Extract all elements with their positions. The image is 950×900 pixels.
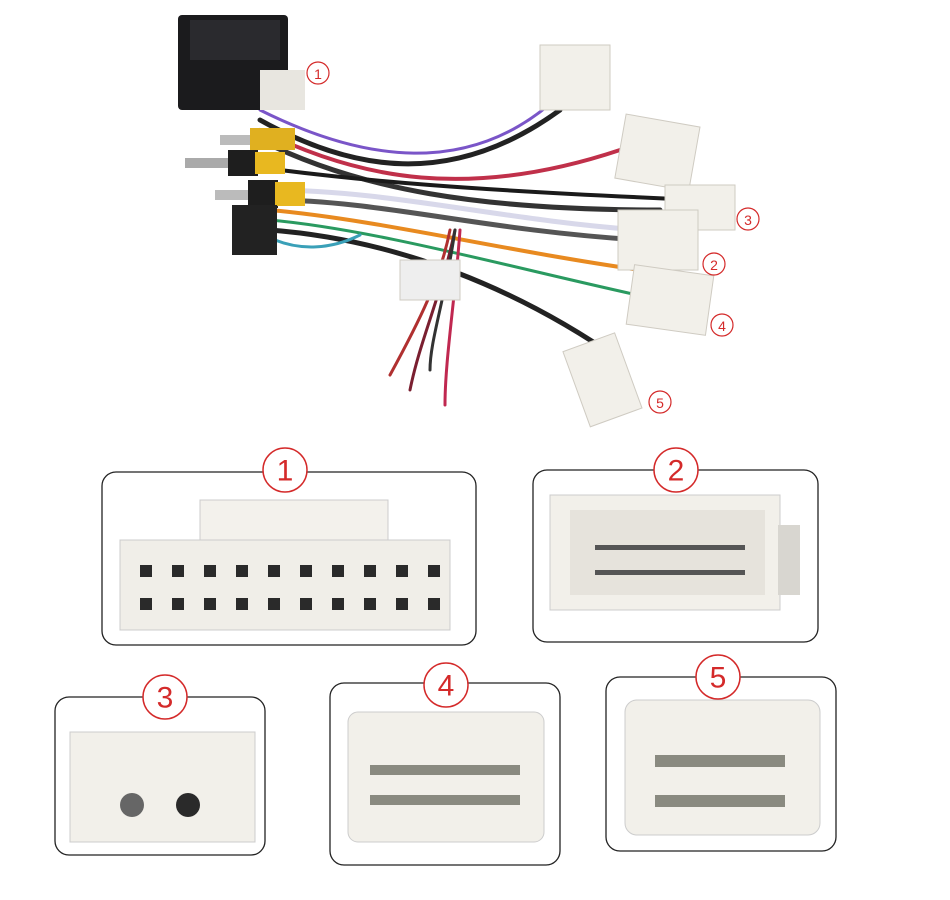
label-1-top: 1	[306, 61, 330, 85]
connector-detail-1: 1	[101, 447, 477, 646]
detail-number: 5	[710, 662, 727, 695]
connector-detail-3: 3	[54, 674, 266, 856]
label-text: 2	[710, 257, 718, 273]
label-text: 4	[718, 318, 726, 334]
white-connectors	[399, 44, 736, 428]
harness-module-box	[178, 15, 305, 110]
label-4-top: 4	[710, 313, 734, 337]
detail-number: 4	[438, 670, 455, 703]
label-text: 5	[656, 395, 664, 411]
detail-number: 2	[668, 455, 685, 488]
connector-detail-2: 2	[532, 447, 819, 643]
label-2-top: 2	[702, 252, 726, 276]
connector-detail-4: 4	[329, 662, 561, 866]
connector-detail-5: 5	[605, 654, 837, 852]
label-3-top: 3	[736, 207, 760, 231]
wire-bundle	[257, 93, 702, 407]
label-5-top: 5	[648, 390, 672, 414]
label-text: 3	[744, 212, 752, 228]
detail-number: 3	[157, 682, 174, 715]
rca-plugs	[185, 128, 305, 255]
detail-number: 1	[277, 455, 294, 488]
label-text: 1	[314, 66, 322, 82]
harness-number-labels: 1 3 2 4 5	[306, 61, 760, 414]
